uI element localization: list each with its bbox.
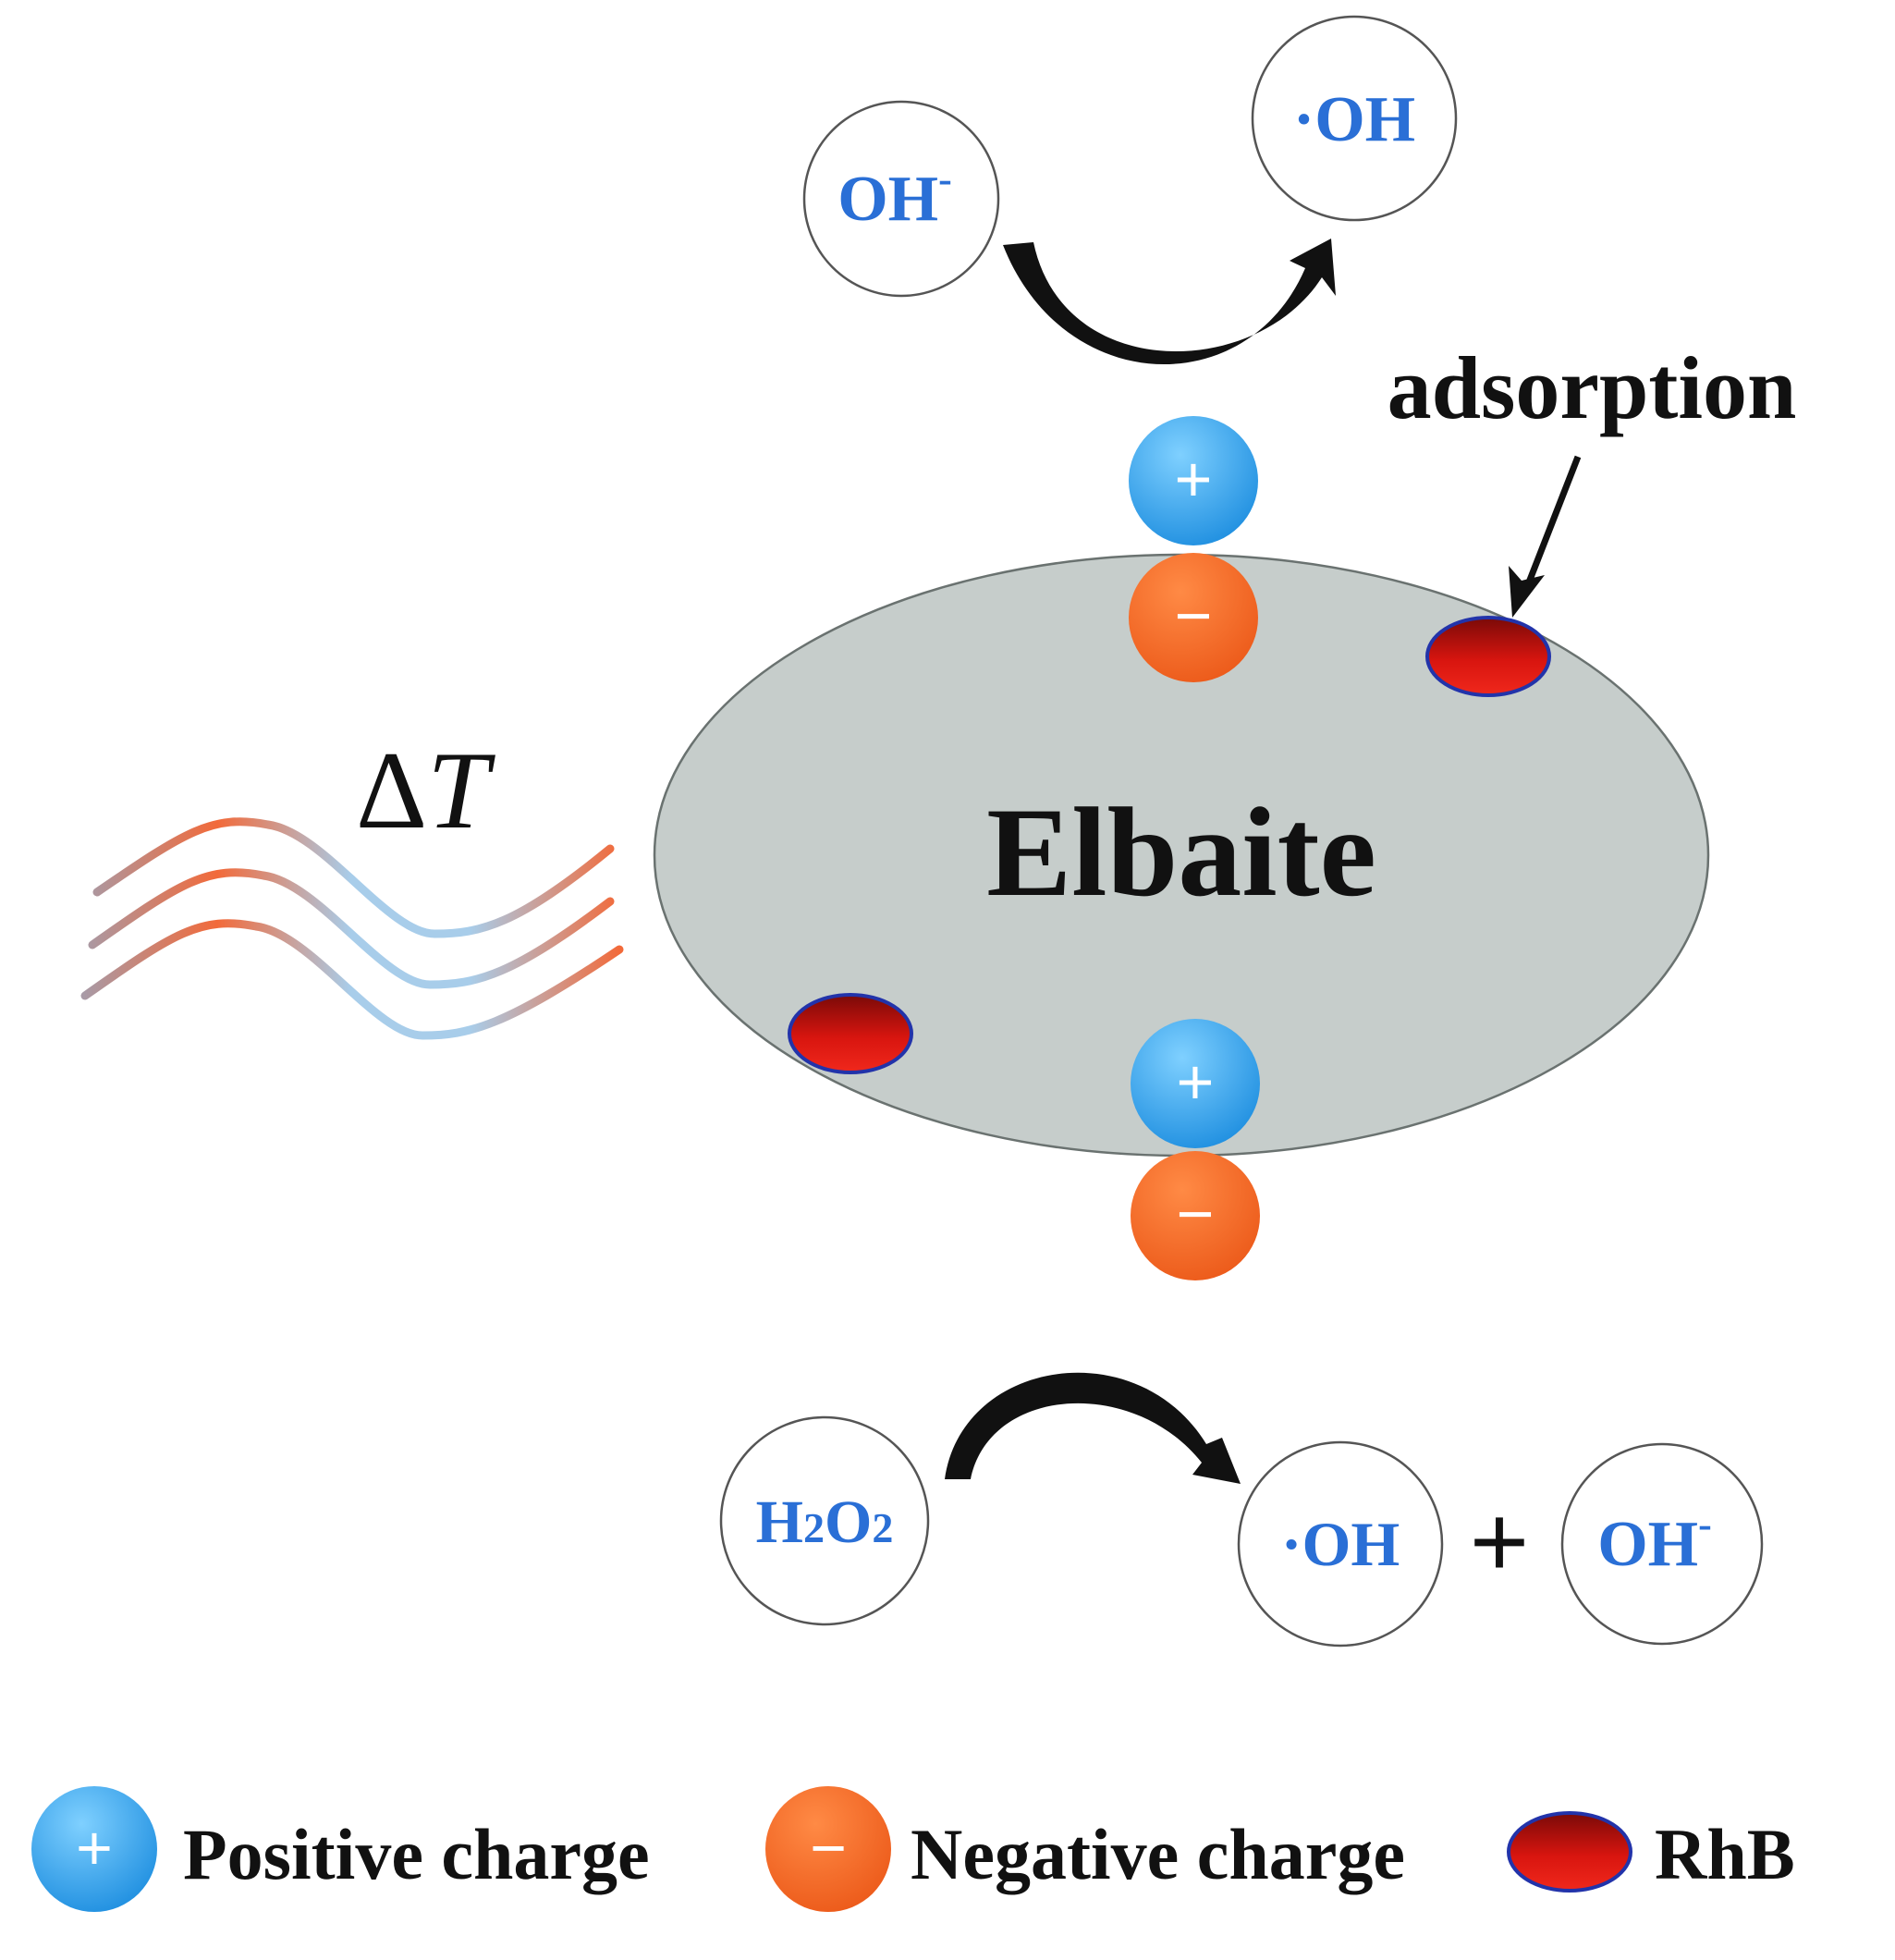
negative-charge-top: − [1129,553,1258,682]
legend-positive-swatch [31,1786,157,1912]
positive-charge-top-symbol: + [1175,443,1213,515]
adsorption-arrow-head [1509,566,1545,618]
oh-minus-label-top: OH- [837,156,952,235]
reaction-bottom: H2O2 ·OH + OH- [719,1372,1764,1648]
temperature-variable: T [427,729,495,851]
reaction-arrow-top [1003,239,1336,365]
positive-charge-top: + [1129,416,1258,545]
oh-minus-base-bottom: OH [1597,1509,1698,1580]
oh-minus-sup-top: - [938,156,952,202]
thermal-wave-1 [92,817,615,938]
legend-positive-label: Positive charge [183,1814,650,1894]
elbaite-label: Elbaite [986,781,1376,923]
thermal-wave-3 [80,919,624,1040]
positive-charge-top-circle [1129,416,1258,545]
legend-positive-symbol: + [76,1813,113,1883]
delta-symbol: Δ [356,729,427,851]
plus-sign: + [1470,1485,1529,1599]
thermal-wave-2 [88,868,615,989]
oh-minus-label-bottom: OH- [1597,1501,1712,1580]
oh-minus-base-top: OH [837,164,938,235]
hydroxyl-radical-label-bottom: ·OH [1281,1509,1400,1579]
reaction-top: OH- ·OH [802,15,1458,365]
negative-charge-top-symbol: − [1175,580,1213,652]
h2o2-molecule [719,1415,930,1626]
legend-negative-symbol: − [810,1813,847,1883]
legend-rhb-swatch [1507,1811,1632,1893]
oh-minus-sup-bottom: - [1698,1501,1712,1547]
hydroxyl-radical-bottom [1237,1440,1444,1648]
thermal-waves [80,817,624,1040]
adsorption-label: adsorption [1388,338,1797,437]
positive-charge-bottom-symbol: + [1177,1046,1215,1118]
negative-charge-bottom: − [1131,1151,1260,1280]
oh-minus-molecule-top [802,100,1000,298]
reaction-arrow-bottom [945,1372,1241,1484]
h2o2-label: H2O2 [756,1488,894,1556]
delta-t-label: ΔT [356,729,495,851]
h2o2-o: O [825,1488,872,1556]
negative-charge-bottom-circle [1131,1151,1260,1280]
legend: + Positive charge − Negative charge RhB [31,1786,1795,1912]
positive-charge-bottom: + [1131,1019,1260,1148]
oh-minus-molecule-bottom [1560,1442,1764,1646]
negative-charge-bottom-symbol: − [1177,1178,1215,1250]
adsorption-arrow-line [1522,455,1582,594]
negative-charge-top-circle [1129,553,1258,682]
legend-rhb-label: RhB [1655,1814,1795,1894]
hydroxyl-radical-top [1251,15,1458,222]
positive-charge-bottom-circle [1131,1019,1260,1148]
legend-negative-swatch [765,1786,891,1912]
legend-negative-label: Negative charge [911,1814,1405,1894]
hydroxyl-radical-label-top: ·OH [1293,84,1415,155]
h2o2-h: H [756,1488,803,1556]
rhb-molecule-bottom [788,993,913,1074]
h2o2-sub2: 2 [872,1504,893,1551]
h2o2-sub1: 2 [803,1504,825,1551]
rhb-molecule-top [1425,616,1551,697]
